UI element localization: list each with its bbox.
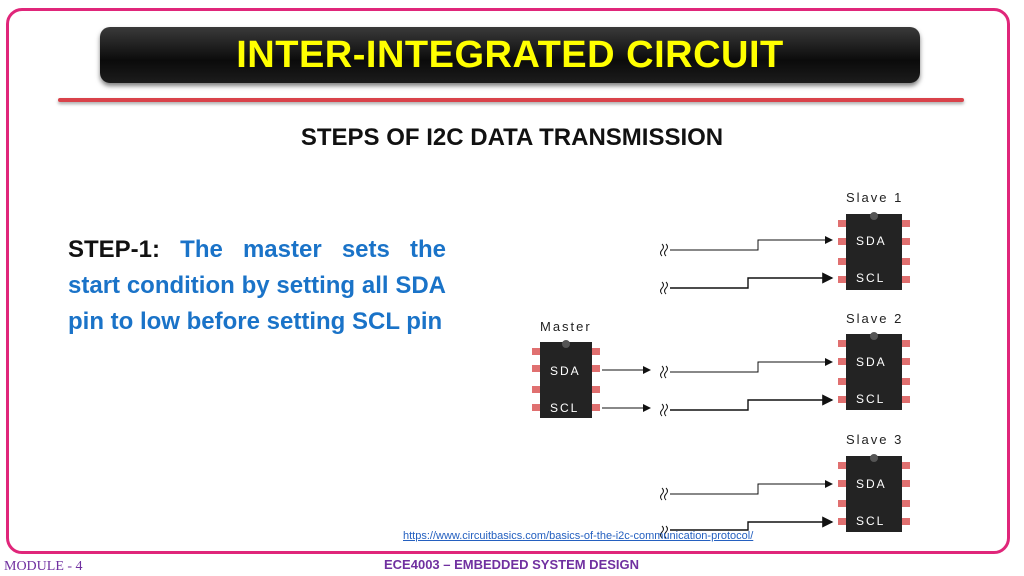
footer-module: MODULE - 4 — [4, 559, 83, 574]
step-label: STEP-1: — [68, 236, 161, 263]
source-link[interactable]: https://www.circuitbasics.com/basics-of-… — [403, 530, 754, 542]
master-label: Master — [540, 319, 592, 334]
slave-2-sda-pin: SDA — [856, 355, 887, 369]
slide-subtitle: STEPS OF I2C DATA TRANSMISSION — [300, 124, 724, 151]
page-title: INTER-INTEGRATED CIRCUIT — [236, 33, 784, 76]
slave-3-label: Slave 3 — [846, 432, 903, 447]
slave-1-label: Slave 1 — [846, 190, 903, 205]
slave-1-scl-pin: SCL — [856, 271, 885, 285]
slave-2-scl-pin: SCL — [856, 392, 885, 406]
slave-1-chip: Slave 1 SDA SCL — [838, 190, 910, 290]
slave-3-sda-pin: SDA — [856, 477, 887, 491]
footer-course: ECE4003 – EMBEDDED SYSTEM DESIGN — [384, 557, 640, 572]
slave-1-sda-pin: SDA — [856, 234, 887, 248]
slave-2-chip: Slave 2 SDA SCL — [838, 311, 910, 410]
master-sda-pin: SDA — [550, 364, 581, 378]
master-chip-body — [540, 342, 592, 418]
step-text: The master sets the start condition by s… — [68, 236, 446, 335]
slave-3-chip: Slave 3 SDA SCL — [838, 432, 910, 532]
master-scl-pin: SCL — [550, 401, 579, 415]
i2c-bus-diagram: Master SDA SCL Slave 1 SDA SCL Slave 2 — [532, 190, 910, 539]
slave-2-label: Slave 2 — [846, 311, 903, 326]
slave-3-scl-pin: SCL — [856, 514, 885, 528]
step-description: STEP-1: The master sets the start condit… — [68, 232, 446, 340]
title-banner: INTER-INTEGRATED CIRCUIT — [100, 27, 920, 83]
master-chip: Master SDA SCL — [532, 319, 600, 418]
title-underline — [58, 98, 964, 102]
